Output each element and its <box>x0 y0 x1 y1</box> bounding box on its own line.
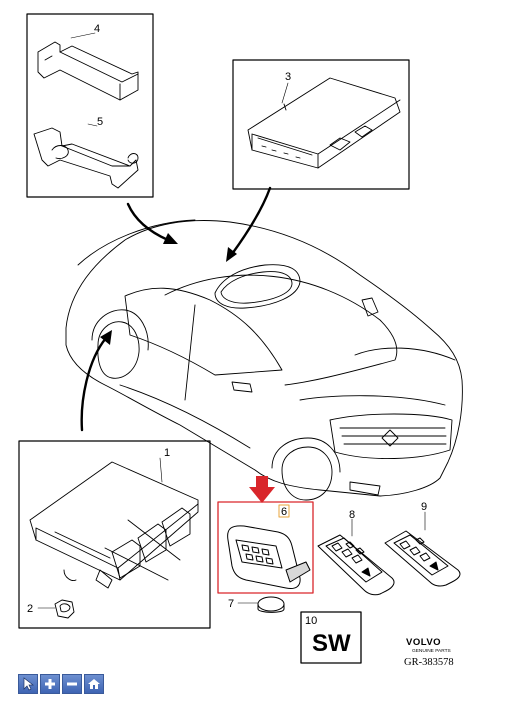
part-1-control-unit <box>29 461 199 589</box>
callout-2: 2 <box>27 603 33 615</box>
car-illustration <box>65 219 463 501</box>
reset-view-button[interactable] <box>84 674 104 694</box>
central-module-frame <box>18 440 211 629</box>
zoom-in-button[interactable] <box>40 674 60 694</box>
part-5-bracket <box>33 127 139 189</box>
brand-tagline: GENUINE PARTS <box>412 648 451 654</box>
pointer-icon <box>23 677 34 691</box>
pointer-arrows <box>80 186 272 432</box>
callout-4: 4 <box>94 23 100 35</box>
part-4-bracket <box>37 41 139 101</box>
callout-6: 6 <box>281 506 287 518</box>
diagram-toolbar <box>18 674 104 694</box>
software-label: SW <box>312 630 351 657</box>
home-icon <box>88 679 100 689</box>
part-6-remote-key <box>227 525 311 589</box>
callout-1: 1 <box>164 447 170 459</box>
part-2-nut <box>54 599 75 619</box>
part-7-battery <box>257 596 285 613</box>
callout-9: 9 <box>421 501 427 513</box>
callout-5: 5 <box>97 116 103 128</box>
brand-name: VOLVO <box>406 637 441 648</box>
diagram-reference: GR-383578 <box>404 657 454 668</box>
software-box <box>300 611 362 664</box>
key-fob-highlight-frame <box>217 501 314 594</box>
zoom-out-button[interactable] <box>62 674 82 694</box>
highlight-arrow <box>249 476 275 503</box>
callout-3: 3 <box>285 71 291 83</box>
plus-icon <box>45 679 55 689</box>
part-3-control-module <box>247 77 401 169</box>
callout-8: 8 <box>349 509 355 521</box>
part-8-remote-key <box>317 534 395 596</box>
callout-6-marker <box>278 504 290 518</box>
part-9-remote-key <box>384 530 461 587</box>
callout-7: 7 <box>228 598 234 610</box>
select-tool-button[interactable] <box>18 674 38 694</box>
minus-icon <box>67 682 77 686</box>
callout-10: 10 <box>305 615 317 627</box>
control-module-frame <box>232 59 410 190</box>
bracket-parts-frame <box>26 13 154 198</box>
